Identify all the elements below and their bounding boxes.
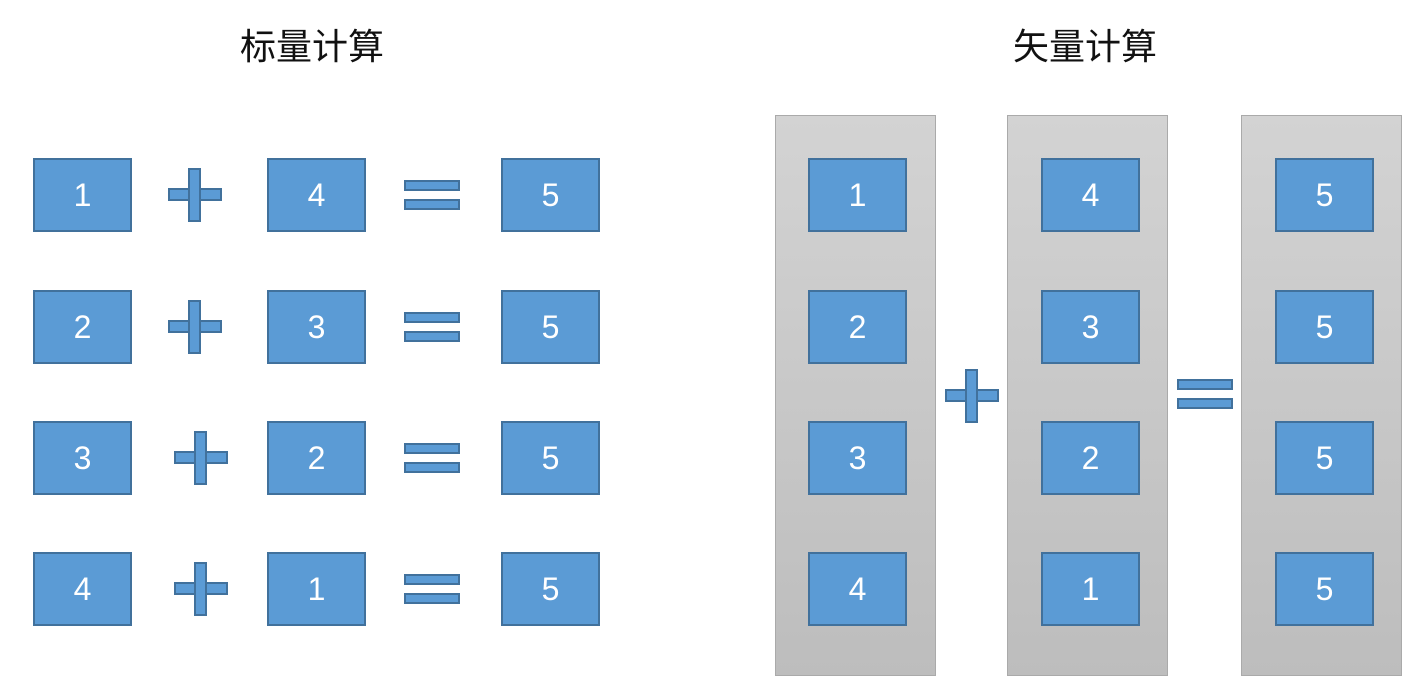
vector-a-element: 2: [808, 290, 907, 364]
vector-b-element: 1: [1041, 552, 1140, 626]
scalar-operand-a: 2: [33, 290, 132, 364]
vector-result-element: 5: [1275, 552, 1374, 626]
vector-a-element: 4: [808, 552, 907, 626]
scalar-operand-b: 1: [267, 552, 366, 626]
plus-icon: [945, 369, 999, 423]
plus-icon: [168, 300, 222, 354]
scalar-operand-a: 1: [33, 158, 132, 232]
vector-title: 矢量计算: [1012, 26, 1157, 67]
equals-icon: [404, 443, 460, 473]
vector-b-element: 2: [1041, 421, 1140, 495]
scalar-operand-a: 4: [33, 552, 132, 626]
plus-icon: [174, 431, 228, 485]
equals-icon: [404, 574, 460, 604]
vector-result-element: 5: [1275, 290, 1374, 364]
plus-icon: [174, 562, 228, 616]
scalar-operand-b: 4: [267, 158, 366, 232]
scalar-operand-b: 2: [267, 421, 366, 495]
equals-icon: [404, 312, 460, 342]
scalar-operand-a: 3: [33, 421, 132, 495]
scalar-result: 5: [501, 290, 600, 364]
scalar-result: 5: [501, 552, 600, 626]
plus-icon: [168, 168, 222, 222]
vector-result-element: 5: [1275, 158, 1374, 232]
vector-b-element: 4: [1041, 158, 1140, 232]
equals-icon: [1177, 379, 1233, 409]
scalar-title: 标量计算: [239, 26, 384, 67]
vector-result-element: 5: [1275, 421, 1374, 495]
vector-b-element: 3: [1041, 290, 1140, 364]
scalar-result: 5: [501, 421, 600, 495]
scalar-result: 5: [501, 158, 600, 232]
equals-icon: [404, 180, 460, 210]
scalar-operand-b: 3: [267, 290, 366, 364]
vector-a-element: 3: [808, 421, 907, 495]
vector-a-element: 1: [808, 158, 907, 232]
